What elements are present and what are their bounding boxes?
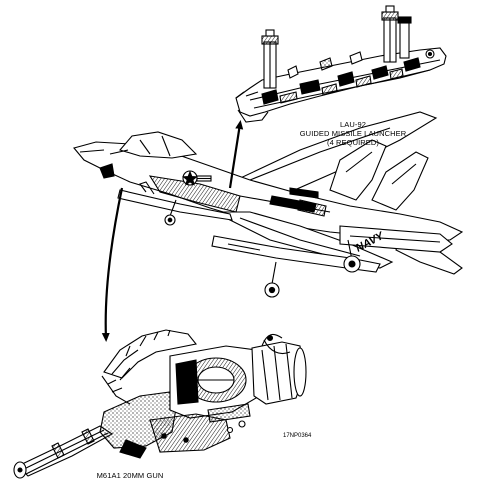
lau-92-callout-label: LAU-92 GUIDED MISSILE LAUNCHER (4 REQUIR… <box>278 120 428 147</box>
m61a1-gun-callout-label: M61A1 20MM GUN <box>96 471 164 480</box>
lau-label-line-1: LAU-92 <box>339 120 367 129</box>
figure-code-label: 17NP0364 <box>283 433 312 439</box>
fighter-aircraft-illustration <box>73 111 464 298</box>
launcher-callout-arrow <box>228 120 244 189</box>
callout-arrows <box>101 120 244 342</box>
gun-callout-arrow <box>101 187 124 342</box>
lau-label-line-3: (4 REQUIRED) <box>326 138 380 147</box>
lau-label-line-2: GUIDED MISSILE LAUNCHER <box>299 129 407 138</box>
m61a1-gun-illustration <box>13 329 307 479</box>
lau-92-launcher-illustration <box>235 5 447 123</box>
